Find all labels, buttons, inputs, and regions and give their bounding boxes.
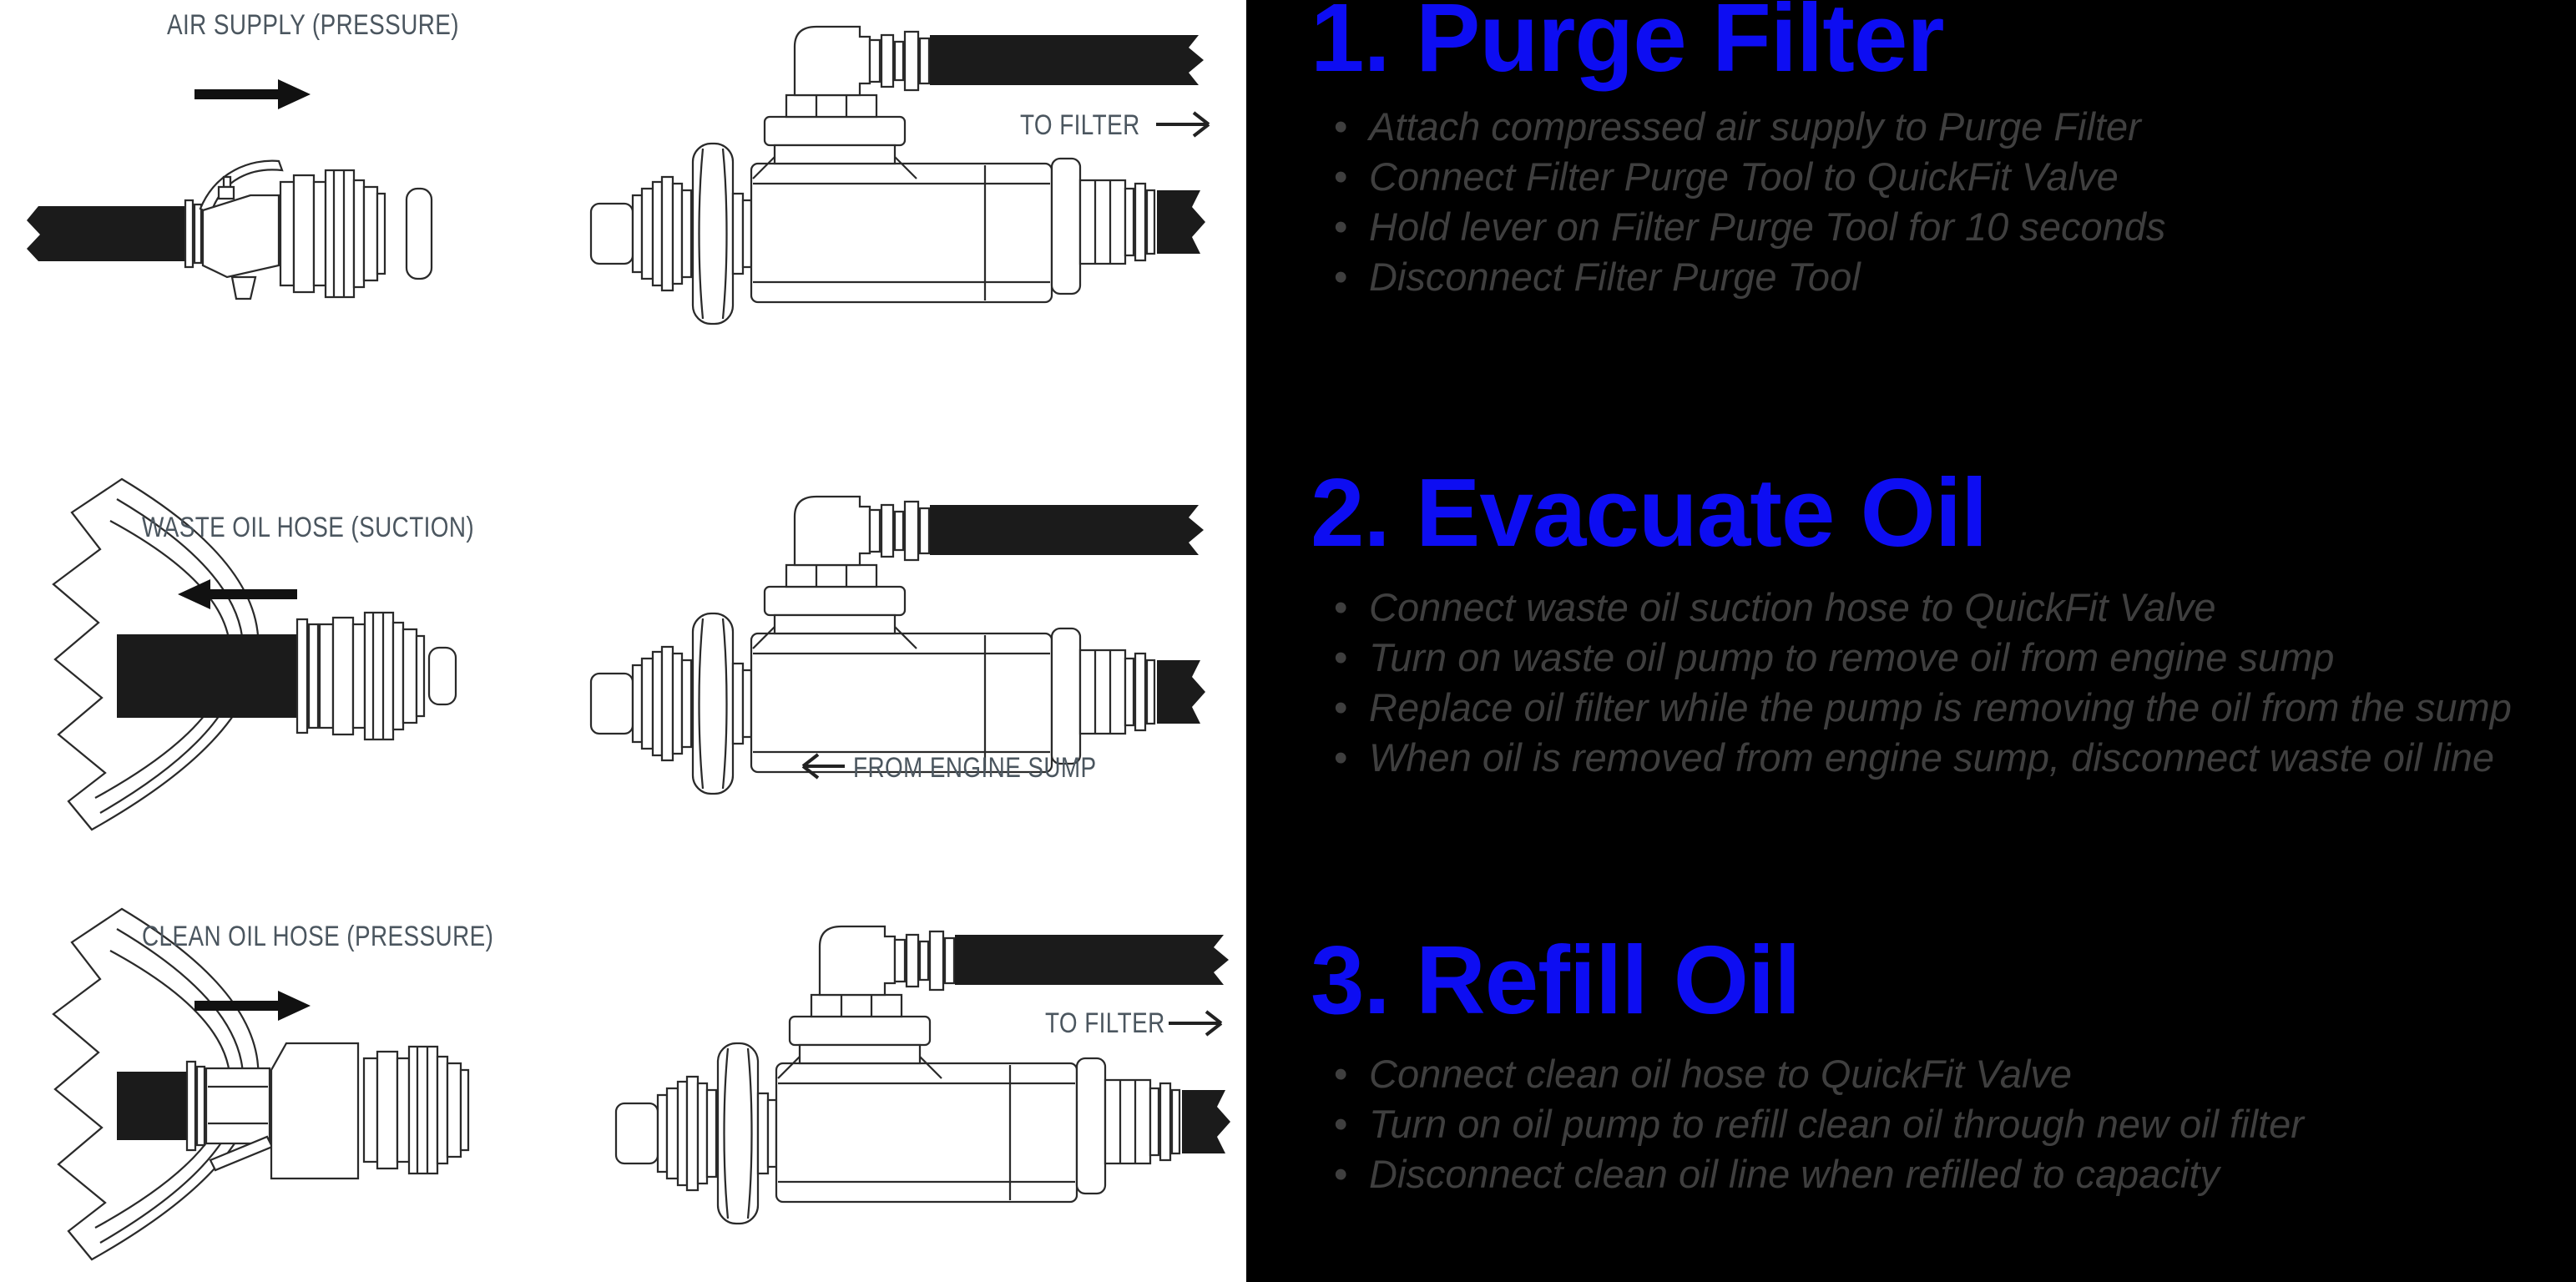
step-2-title: 2. Evacuate Oil xyxy=(1311,458,1988,567)
bullet-item: •Connect waste oil suction hose to Quick… xyxy=(1334,583,2512,633)
bullet-icon: • xyxy=(1334,1102,1348,1146)
waste-oil-hose xyxy=(117,634,299,718)
clean-oil-hose xyxy=(117,1072,190,1140)
step-2-bullets: •Connect waste oil suction hose to Quick… xyxy=(1334,583,2512,783)
bullet-item: •Hold lever on Filter Purge Tool for 10 … xyxy=(1334,202,2165,252)
bullet-item: •Turn on oil pump to refill clean oil th… xyxy=(1334,1099,2304,1149)
quickfit-valve xyxy=(589,495,1207,795)
to-filter-label: TO FILTER xyxy=(1045,1007,1165,1039)
bullet-icon: • xyxy=(1334,1152,1348,1196)
from-engine-sump-label: FROM ENGINE SUMP xyxy=(853,752,1097,784)
step-3-bullets: •Connect clean oil hose to QuickFit Valv… xyxy=(1334,1049,2304,1199)
bullet-icon: • xyxy=(1334,104,1348,149)
bullet-icon: • xyxy=(1334,635,1348,679)
bullet-item: •When oil is removed from engine sump, d… xyxy=(1334,733,2512,783)
step-1-title: 1. Purge Filter xyxy=(1311,0,1945,92)
bullet-icon: • xyxy=(1334,685,1348,729)
bullet-item: •Attach compressed air supply to Purge F… xyxy=(1334,102,2165,152)
diagram-panel: AIR SUPPLY (PRESSURE) TO FILTER WASTE OI… xyxy=(0,0,1246,1282)
bullet-icon: • xyxy=(1334,255,1348,299)
to-filter-label: TO FILTER xyxy=(1020,109,1140,141)
step-3-title: 3. Refill Oil xyxy=(1311,926,1801,1034)
bullet-item: •Replace oil filter while the pump is re… xyxy=(1334,683,2512,733)
bullet-item: •Disconnect Filter Purge Tool xyxy=(1334,252,2165,302)
bullet-icon: • xyxy=(1334,154,1348,199)
quickfit-valve xyxy=(589,25,1207,326)
bullet-icon: • xyxy=(1334,1052,1348,1096)
bullet-icon: • xyxy=(1334,735,1348,780)
quick-coupler xyxy=(362,1045,470,1175)
refill-oil-diagram xyxy=(52,907,1232,1261)
quickfit-valve xyxy=(614,925,1232,1225)
bullet-item: •Disconnect clean oil line when refilled… xyxy=(1334,1149,2304,1199)
bullet-icon: • xyxy=(1334,204,1348,249)
bullet-icon: • xyxy=(1334,585,1348,629)
purge-filter-diagram xyxy=(27,25,1210,326)
filter-purge-tool xyxy=(184,159,284,300)
quick-coupler xyxy=(279,169,386,299)
from-engine-sump-arrow-icon xyxy=(801,753,845,780)
oil-refill-gun xyxy=(185,1042,360,1180)
bullet-item: •Connect Filter Purge Tool to QuickFit V… xyxy=(1334,152,2165,202)
clean-oil-hose-label: CLEAN OIL HOSE (PRESSURE) xyxy=(142,921,494,952)
quick-coupler xyxy=(318,611,426,741)
bullet-item: •Turn on waste oil pump to remove oil fr… xyxy=(1334,633,2512,683)
air-supply-label: AIR SUPPLY (PRESSURE) xyxy=(167,9,459,41)
bullet-item: •Connect clean oil hose to QuickFit Valv… xyxy=(1334,1049,2304,1099)
step-1-bullets: •Attach compressed air supply to Purge F… xyxy=(1334,102,2165,302)
waste-oil-hose-label: WASTE OIL HOSE (SUCTION) xyxy=(142,512,475,543)
technical-line-art xyxy=(27,25,1232,1261)
air-supply-hose xyxy=(27,206,185,261)
to-filter-arrow-icon xyxy=(1156,111,1210,138)
to-filter-arrow-icon xyxy=(1169,1010,1223,1037)
evacuate-oil-diagram xyxy=(52,477,1207,831)
instruction-column: 1. Purge Filter •Attach compressed air s… xyxy=(1246,0,2576,1282)
